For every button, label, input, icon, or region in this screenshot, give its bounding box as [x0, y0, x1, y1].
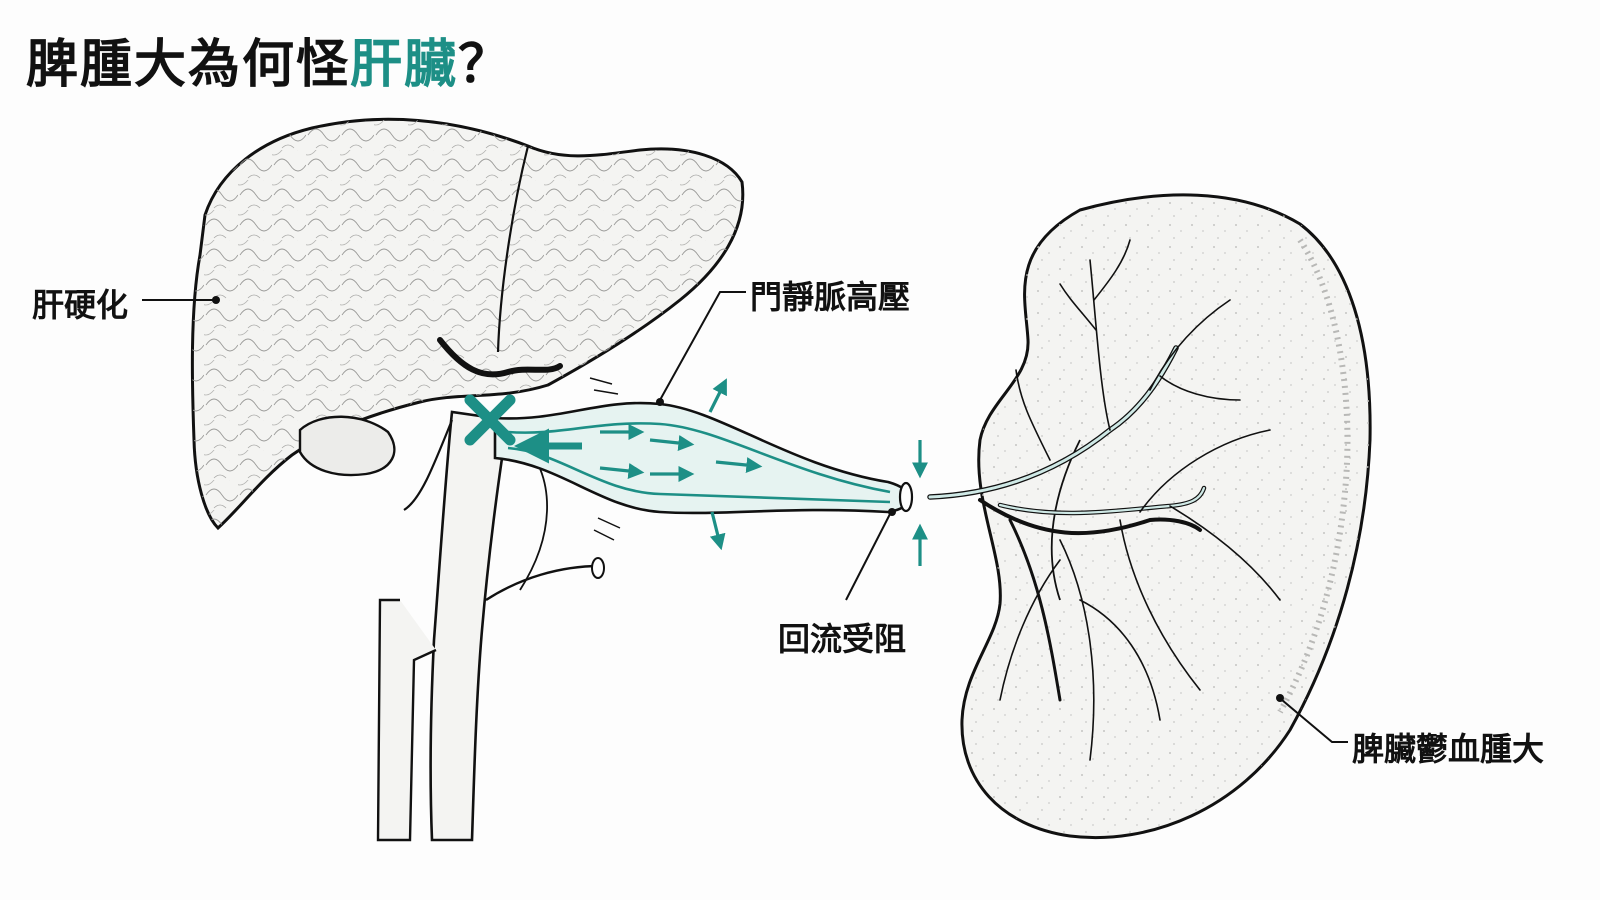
x-mark-icon: [464, 394, 516, 446]
portal-vessels: [376, 410, 605, 842]
branch-left: [403, 419, 454, 511]
label-portal-hypertension: 門靜脈高壓: [750, 278, 911, 316]
flow-arrow: [715, 457, 763, 474]
vein-wall-top: [507, 422, 891, 494]
leader-spleen: [1281, 699, 1348, 743]
outward-arrow-up: [708, 378, 727, 413]
falciform-ligament: [496, 145, 530, 353]
gallbladder: [298, 415, 396, 477]
label-blocked-return: 回流受阻: [778, 620, 907, 658]
pressure-marks-top: [589, 377, 619, 395]
spleen-shading: [1277, 238, 1351, 714]
vessel-twigs: [999, 239, 1281, 761]
splenic-vein: [493, 377, 914, 541]
mesenteric-vein: [376, 598, 437, 842]
label-cirrhosis: 肝硬化: [32, 286, 129, 324]
vessel-down: [1008, 518, 1062, 702]
branch-right: [485, 564, 601, 602]
page-title: 脾腫大為何怪肝臟？: [26, 22, 512, 97]
label-spleen-congestion: 脾臟鬱血腫大: [1352, 730, 1545, 768]
title-prefix: 脾腫大為何怪: [26, 35, 351, 95]
leader-blocked: [845, 513, 891, 601]
liver: [190, 117, 745, 531]
vein-end-cap: [898, 481, 914, 513]
vessel-lower: [978, 498, 1202, 536]
leader-dots: [212, 296, 1284, 702]
outward-arrow-down: [709, 511, 726, 551]
vessel-trunk-lumen: [928, 346, 1178, 499]
pressure-marks-bottom: [593, 517, 621, 541]
spleen-vessels: [927, 239, 1281, 761]
spleen-texture: [961, 194, 1371, 838]
vessel-opening: [591, 557, 605, 579]
leader-lines: [142, 291, 1348, 743]
spleen: [960, 193, 1372, 840]
flow-arrow: [649, 435, 695, 451]
title-highlight: 肝臟: [350, 35, 459, 95]
vessel-middle-lumen: [998, 486, 1206, 515]
title-suffix: ？: [458, 35, 513, 95]
leader-portal: [659, 291, 746, 401]
flow-arrow: [599, 463, 645, 479]
vein-wall-bottom: [507, 446, 891, 504]
vena-cava: [429, 410, 510, 842]
liver-hilum: [437, 337, 563, 378]
